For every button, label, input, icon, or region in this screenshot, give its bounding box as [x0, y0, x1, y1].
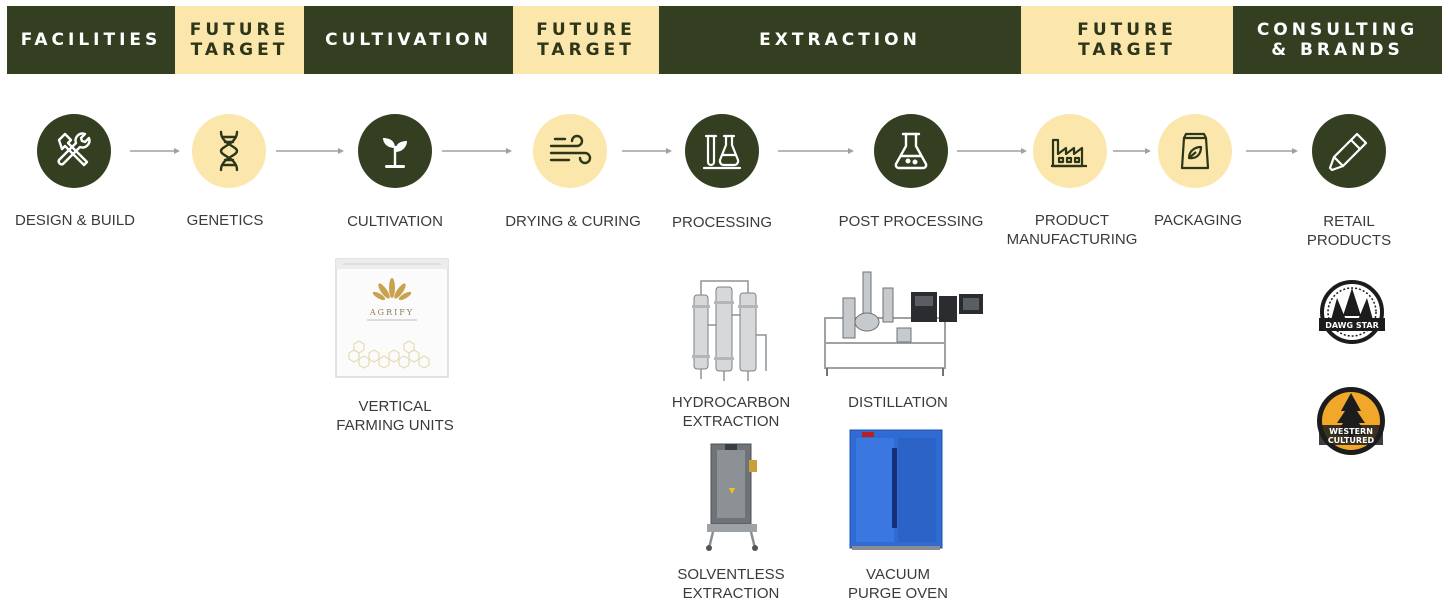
cultivation-step: [358, 114, 432, 188]
sprout-icon: [383, 138, 407, 168]
lab-flasks-icon: [702, 134, 742, 170]
solventless-extraction-label: SOLVENTLESS EXTRACTION: [677, 566, 785, 602]
dna-icon: [219, 130, 239, 172]
header-extraction: EXTRACTION: [659, 6, 1021, 74]
header-future-target-2: FUTURE TARGET: [513, 6, 659, 74]
design-build-step: [37, 114, 111, 188]
header-consulting-brands: CONSULTING & BRANDS: [1233, 6, 1442, 74]
vertical-farming-unit-image: AGRIFY: [335, 258, 449, 378]
flow-arrow: [957, 148, 1027, 154]
flow-arrow: [622, 148, 672, 154]
flow-arrow: [1113, 148, 1151, 154]
genetics-label: GENETICS: [186, 212, 264, 229]
hydrocarbon-extraction-label: HYDROCARBON EXTRACTION: [671, 394, 791, 430]
package-icon: [1180, 132, 1210, 170]
product-manufacturing-label: PRODUCT MANUFACTURING: [1006, 212, 1138, 248]
hydrocarbon-extraction-image: [692, 280, 767, 381]
flow-arrow: [1246, 148, 1298, 154]
processing-label: PROCESSING: [671, 214, 773, 231]
design-build-label: DESIGN & BUILD: [14, 212, 136, 229]
western-text: WESTERN: [1329, 427, 1373, 436]
agrify-brand-text: AGRIFY: [369, 308, 414, 317]
vacuum-purge-oven-image: [849, 429, 943, 550]
vertical-farming-units-label: VERTICAL FARMING UNITS: [336, 398, 454, 434]
drying-curing-label: DRYING & CURING: [505, 213, 641, 230]
post-processing-label: POST PROCESSING: [838, 213, 984, 230]
western-cultured-logo: WESTERN CULTURED: [1317, 387, 1385, 455]
distillation-image: [824, 271, 983, 376]
dawg-star-text: DAWG STAR: [1325, 321, 1379, 330]
vacuum-purge-oven-label: VACUUM PURGE OVEN: [847, 566, 949, 602]
genetics-step: [192, 114, 266, 188]
vape-pen-icon: [1328, 132, 1368, 172]
header-future-target-1: FUTURE TARGET: [175, 6, 304, 74]
cultivation-label: CULTIVATION: [347, 213, 443, 230]
flask-icon: [894, 132, 928, 170]
retail-products-label: RETAIL PRODUCTS: [1306, 213, 1392, 249]
dawg-star-logo: DAWG STAR: [1319, 280, 1385, 344]
distillation-label: DISTILLATION: [848, 394, 948, 411]
header-future-target-3: FUTURE TARGET: [1021, 6, 1233, 74]
flow-arrow: [130, 148, 180, 154]
cultured-text: CULTURED: [1328, 436, 1375, 445]
drying-curing-step: [533, 114, 607, 188]
packaging-step: [1158, 114, 1232, 188]
flow-arrow: [778, 148, 854, 154]
wind-icon: [549, 134, 592, 165]
post-processing-step: [874, 114, 948, 188]
retail-products-step: [1312, 114, 1386, 188]
factory-icon: [1051, 138, 1087, 168]
header-facilities: FACILITIES: [7, 6, 175, 74]
flow-arrow: [442, 148, 512, 154]
solventless-extraction-image: [706, 443, 758, 551]
product-manufacturing-step: [1033, 114, 1107, 188]
packaging-label: PACKAGING: [1153, 212, 1243, 229]
header-cultivation: CULTIVATION: [304, 6, 513, 74]
flow-arrow: [276, 148, 344, 154]
tools-icon: [57, 132, 91, 167]
processing-step: [685, 114, 759, 188]
